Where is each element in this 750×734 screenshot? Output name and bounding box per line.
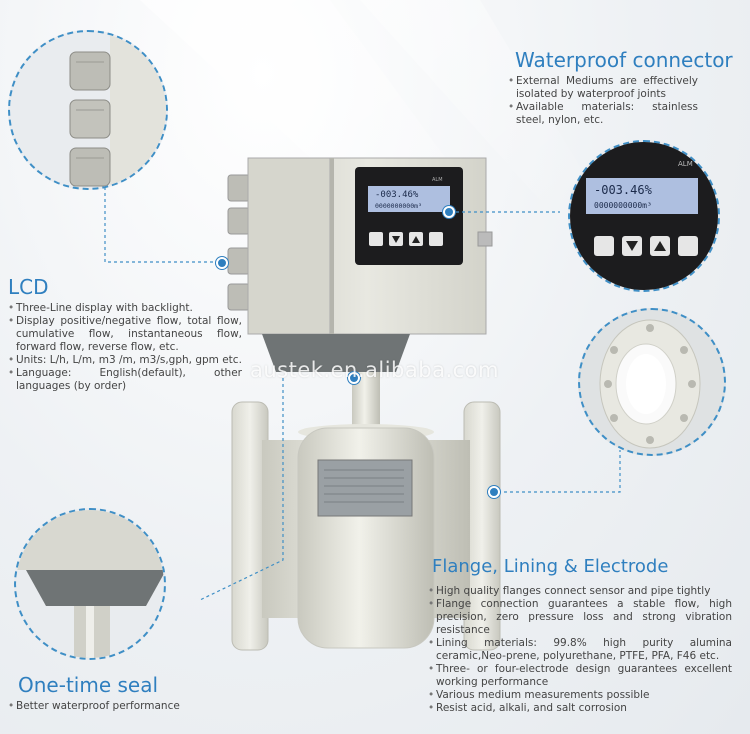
seal-bullets: Better waterproof performance	[8, 700, 228, 713]
detail-circle-glands	[8, 30, 168, 190]
svg-text:ALM: ALM	[678, 160, 693, 168]
watermark: austek.en.alibaba.com	[250, 358, 499, 382]
lcd-bullet: Units: L/h, L/m, m3 /m, m3/s,gph, gpm et…	[8, 354, 242, 367]
detail-circle-flange	[578, 308, 726, 456]
lcd-bullet: Language: English(default), other langua…	[8, 367, 242, 393]
flange-bullet: Resist acid, alkali, and salt corrosion	[428, 702, 732, 715]
lcd-bullet: Three-Line display with backlight.	[8, 302, 242, 315]
waterproof-title: Waterproof connector	[515, 48, 733, 72]
waterproof-bullet: Available materials: stainless steel, ny…	[508, 101, 698, 127]
dot-lcd	[216, 257, 228, 269]
lcd-bullets: Three-Line display with backlight. Displ…	[8, 302, 242, 393]
flange-bullet: Lining materials: 99.8% high purity alum…	[428, 637, 732, 663]
zoom-lcd-line2: 0000000000m³	[594, 201, 652, 210]
seal-title: One-time seal	[18, 673, 159, 697]
detail-circle-seal	[14, 508, 166, 660]
flange-bullet: Flange connection guarantees a stable fl…	[428, 598, 732, 637]
waterproof-bullet: External Mediums are effectively isolate…	[508, 75, 698, 101]
waterproof-bullets: External Mediums are effectively isolate…	[508, 75, 698, 127]
main-lcd-line2: 0000000000m³	[375, 202, 422, 210]
main-lcd-line1: -003.46%	[375, 190, 419, 200]
flange-title: Flange, Lining & Electrode	[432, 556, 669, 577]
seal-bullet: Better waterproof performance	[8, 700, 228, 713]
flange-bullet: Various medium measurements possible	[428, 689, 732, 702]
flange-bullets: High quality flanges connect sensor and …	[428, 585, 732, 715]
zoom-lcd-line1: -003.46%	[594, 183, 653, 197]
flange-bullet: Three- or four-electrode design guarante…	[428, 663, 732, 689]
svg-text:ALM: ALM	[432, 177, 443, 183]
dot-flange	[488, 486, 500, 498]
lcd-bullet: Display positive/negative flow, total fl…	[8, 315, 242, 354]
dot-display	[443, 206, 455, 218]
flange-bullet: High quality flanges connect sensor and …	[428, 585, 732, 598]
lcd-title: LCD	[8, 275, 49, 299]
dot-seal	[348, 372, 360, 384]
detail-circle-display: -003.46% 0000000000m³ ALM	[568, 140, 720, 292]
